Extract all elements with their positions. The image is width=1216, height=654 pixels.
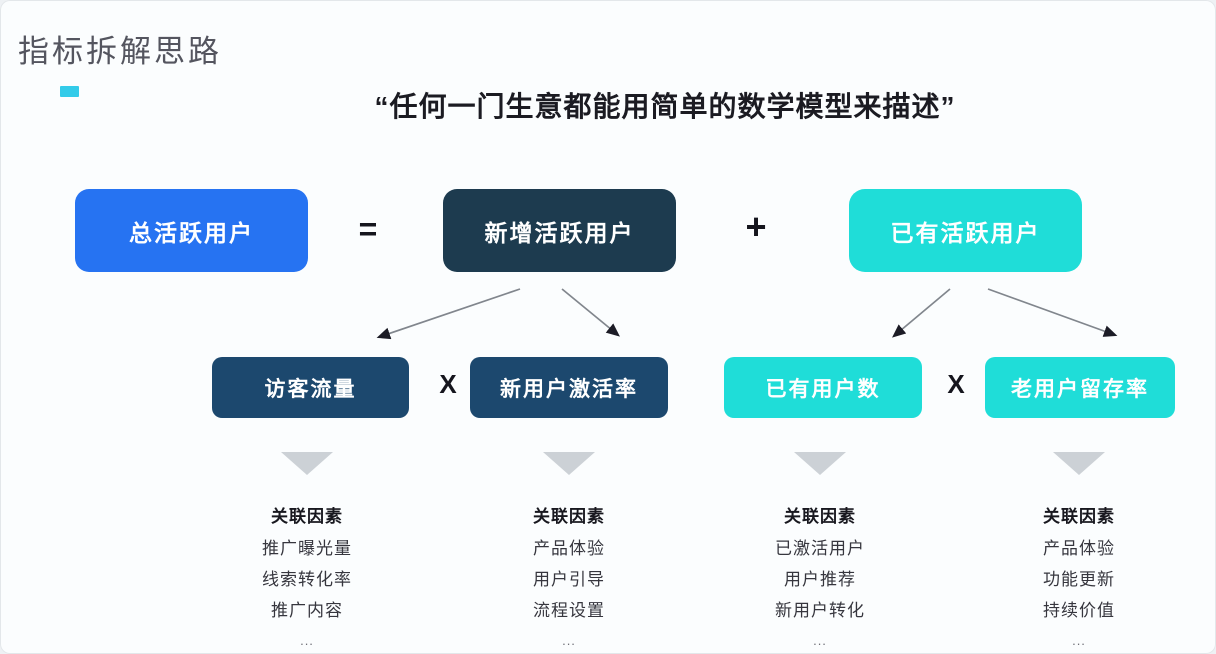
node-existing-user-count: 已有用户数	[724, 357, 922, 418]
related-factors-list-userbase: 关联因素 已激活用户 用户推荐 新用户转化 ...	[710, 502, 930, 648]
arrow-new-to-traffic	[376, 288, 521, 340]
multiply-operator-left: X	[439, 369, 457, 399]
page-title: 指标拆解思路	[18, 34, 222, 69]
list-item: 产品体验	[533, 539, 605, 558]
quote-text: “任何一门生意都能用简单的数学模型来描述”	[374, 91, 956, 122]
ellipsis-more: ...	[1072, 633, 1086, 648]
down-triangle-icon	[543, 452, 595, 475]
node-old-user-retention-rate: 老用户留存率	[985, 357, 1175, 418]
list-item: 推广曝光量	[262, 539, 352, 558]
list-item: 产品体验	[1043, 539, 1115, 558]
equals-operator: =	[358, 211, 378, 247]
node-new-user-activation-rate: 新用户激活率	[470, 357, 668, 418]
down-triangle-icon	[281, 452, 333, 475]
related-factors-list-traffic: 关联因素 推广曝光量 线索转化率 推广内容 ...	[197, 502, 417, 648]
node-existing-active-users: 已有活跃用户	[849, 189, 1082, 272]
list-item: 持续价值	[1043, 601, 1115, 620]
related-factors-header: 关联因素	[533, 507, 605, 526]
list-item: 新用户转化	[775, 601, 865, 620]
node-visitor-traffic: 访客流量	[212, 357, 409, 418]
list-item: 推广内容	[271, 601, 343, 620]
ellipsis-more: ...	[813, 633, 827, 648]
related-factors-header: 关联因素	[784, 507, 856, 526]
arrow-new-to-activation	[561, 288, 620, 337]
list-item: 流程设置	[533, 601, 605, 620]
related-factors-header: 关联因素	[1043, 507, 1115, 526]
arrow-existing-to-userbase	[892, 288, 951, 338]
arrow-existing-to-retention	[987, 288, 1118, 337]
ellipsis-more: ...	[300, 633, 314, 648]
node-new-active-users: 新增活跃用户	[443, 189, 676, 272]
plus-operator: +	[745, 206, 767, 247]
related-factors-list-activation: 关联因素 产品体验 用户引导 流程设置 ...	[459, 502, 679, 648]
ellipsis-more: ...	[562, 633, 576, 648]
list-item: 用户推荐	[784, 570, 856, 589]
related-factors-header: 关联因素	[271, 507, 343, 526]
list-item: 功能更新	[1043, 570, 1115, 589]
list-item: 线索转化率	[262, 570, 352, 589]
related-factors-list-retention: 关联因素 产品体验 功能更新 持续价值 ...	[969, 502, 1189, 648]
accent-square	[60, 86, 79, 97]
down-triangle-icon	[1053, 452, 1105, 475]
node-total-active-users: 总活跃用户	[75, 189, 308, 272]
multiply-operator-right: X	[947, 369, 965, 399]
list-item: 已激活用户	[775, 539, 865, 558]
down-triangle-icon	[794, 452, 846, 475]
list-item: 用户引导	[533, 570, 605, 589]
